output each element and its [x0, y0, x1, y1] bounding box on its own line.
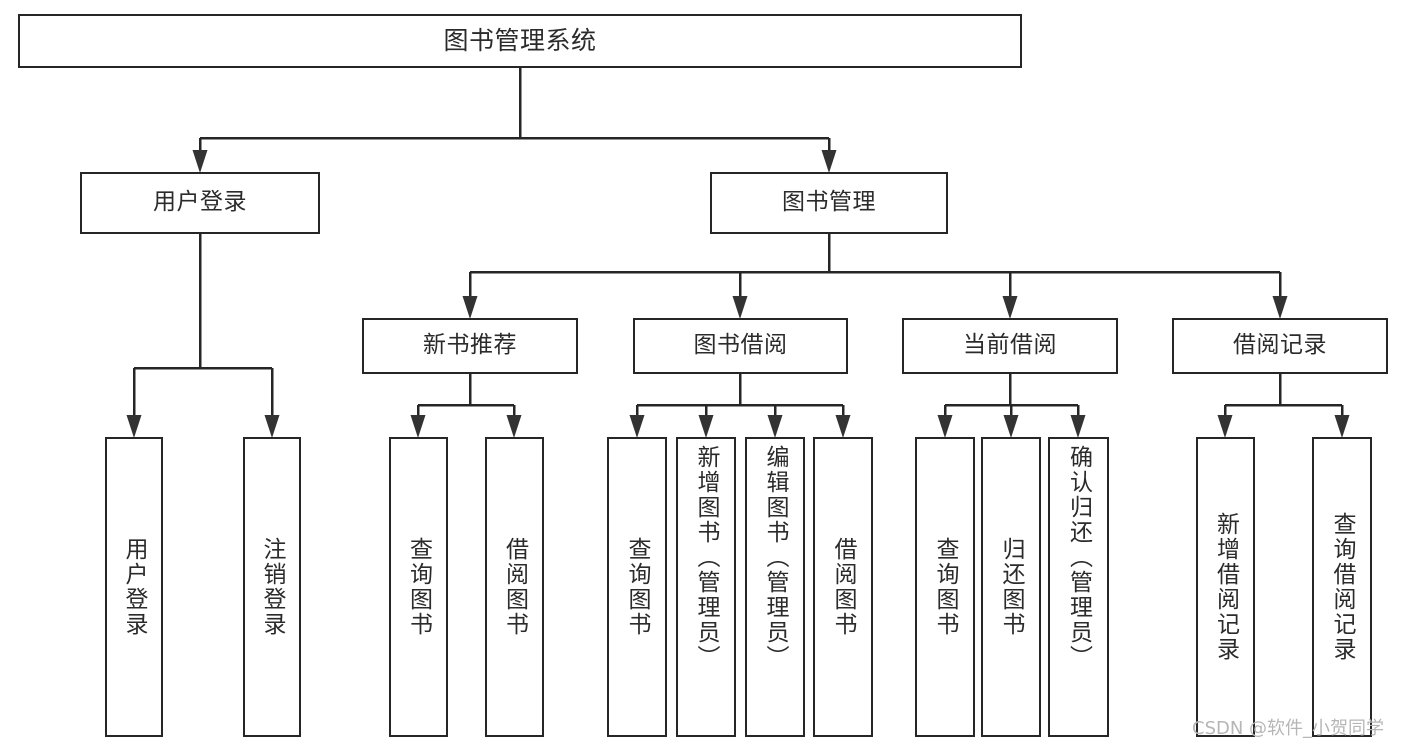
- node-leaf-borrow-book-recommend-label: 借阅图书: [501, 537, 528, 637]
- node-leaf-add-borrow-record[interactable]: 新增借阅记录: [1196, 437, 1255, 737]
- node-leaf-query-borrow-record[interactable]: 查询借阅记录: [1312, 437, 1372, 737]
- node-leaf-borrow-book-label: 借阅图书: [830, 537, 857, 637]
- node-leaf-add-book-label: 新增图书（管理员）: [693, 445, 720, 670]
- node-leaf-edit-book-label: 编辑图书（管理员）: [762, 445, 789, 670]
- node-current-borrow-label: 当前借阅: [963, 332, 1057, 359]
- node-book-borrow-label: 图书借阅: [693, 332, 788, 359]
- node-leaf-return-book-label: 归还图书: [998, 537, 1025, 637]
- node-leaf-query-borrow-record-label: 查询借阅记录: [1329, 512, 1356, 662]
- node-leaf-query-book-recommend[interactable]: 查询图书: [389, 437, 448, 737]
- node-new-book-recommend-label: 新书推荐: [423, 332, 517, 359]
- csdn-watermark: CSDN @软件_小贺同学: [1192, 718, 1385, 739]
- node-leaf-add-borrow-record-label: 新增借阅记录: [1212, 512, 1239, 662]
- node-leaf-confirm-return-label: 确认归还（管理员）: [1065, 445, 1092, 670]
- node-new-book-recommend[interactable]: 新书推荐: [362, 318, 578, 374]
- node-leaf-user-login-label: 用户登录: [121, 537, 148, 637]
- node-book-manage-label: 图书管理: [782, 189, 876, 216]
- node-leaf-return-book[interactable]: 归还图书: [981, 437, 1041, 737]
- node-leaf-add-book[interactable]: 新增图书（管理员）: [676, 437, 736, 737]
- node-leaf-query-book-borrow-label: 查询图书: [624, 537, 651, 637]
- node-leaf-borrow-book[interactable]: 借阅图书: [813, 437, 873, 737]
- node-borrow-record-label: 借阅记录: [1233, 332, 1327, 359]
- node-leaf-user-logout-label: 注销登录: [259, 537, 286, 637]
- node-leaf-query-book-borrow[interactable]: 查询图书: [607, 437, 667, 737]
- node-book-borrow[interactable]: 图书借阅: [633, 318, 848, 374]
- node-user-login-label: 用户登录: [153, 189, 247, 216]
- node-user-login[interactable]: 用户登录: [80, 172, 320, 234]
- node-leaf-borrow-book-recommend[interactable]: 借阅图书: [485, 437, 544, 737]
- node-leaf-user-logout[interactable]: 注销登录: [243, 437, 301, 737]
- node-root-system[interactable]: 图书管理系统: [18, 14, 1022, 68]
- node-root-label: 图书管理系统: [443, 26, 597, 56]
- node-leaf-edit-book[interactable]: 编辑图书（管理员）: [745, 437, 805, 737]
- node-leaf-query-book-current[interactable]: 查询图书: [915, 437, 975, 737]
- node-leaf-query-book-current-label: 查询图书: [932, 537, 959, 637]
- node-leaf-query-book-recommend-label: 查询图书: [405, 537, 432, 637]
- node-current-borrow[interactable]: 当前借阅: [902, 318, 1118, 374]
- node-borrow-record[interactable]: 借阅记录: [1172, 318, 1388, 374]
- node-book-manage[interactable]: 图书管理: [710, 172, 948, 234]
- node-leaf-confirm-return[interactable]: 确认归还（管理员）: [1048, 437, 1109, 737]
- node-leaf-user-login[interactable]: 用户登录: [105, 437, 163, 737]
